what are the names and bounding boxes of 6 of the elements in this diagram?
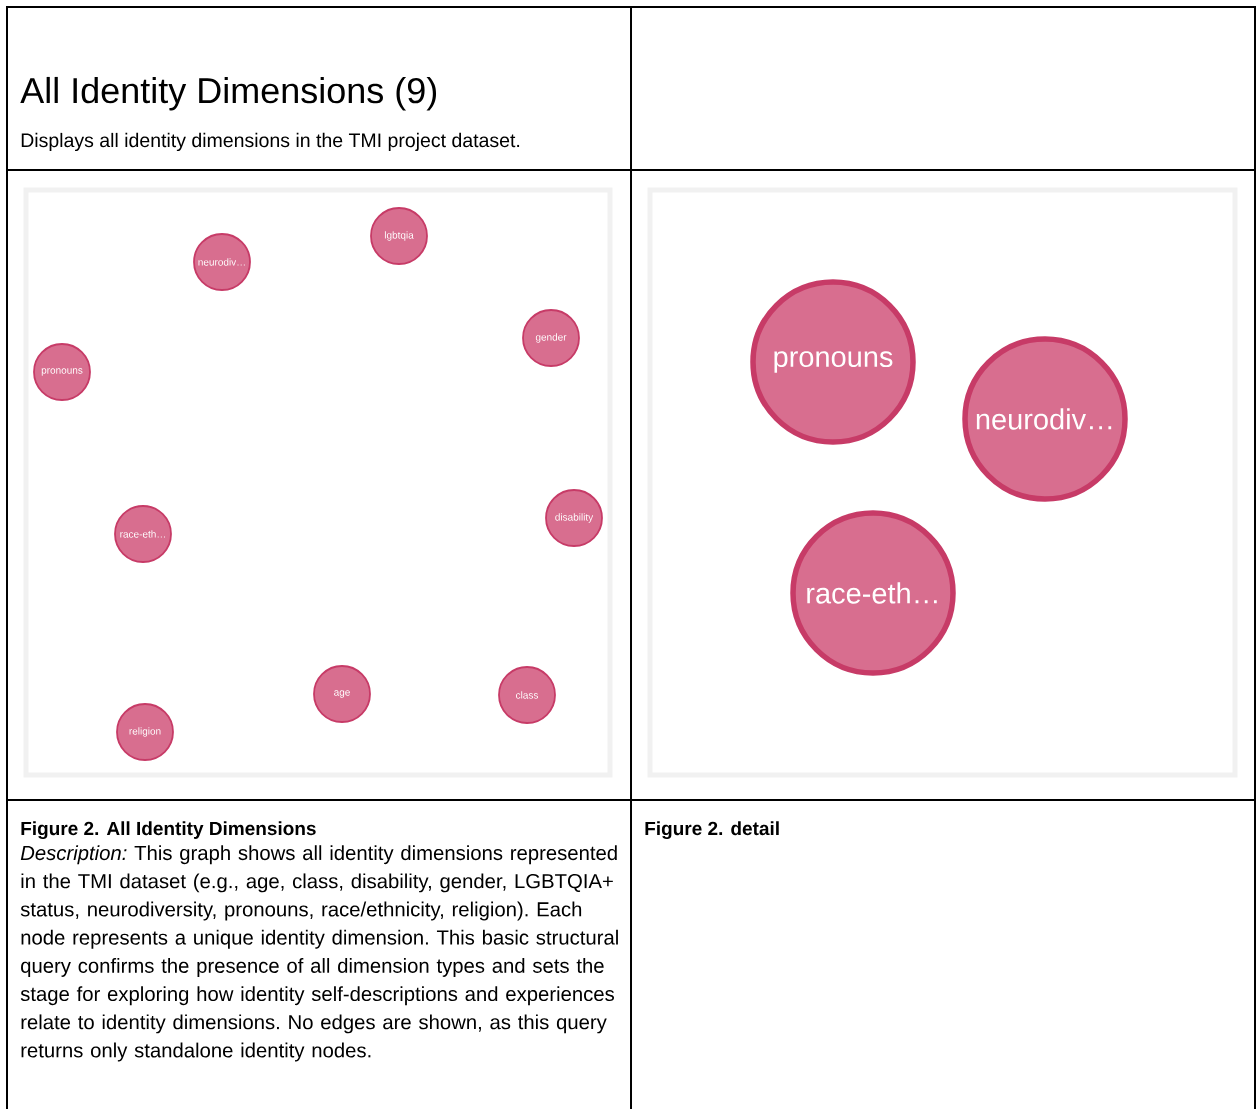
- figure-caption-title: Figure 2. All Identity Dimensions: [21, 821, 316, 840]
- graph-panel: [23, 187, 613, 778]
- figure-caption-title: Figure 2. detail: [645, 821, 779, 840]
- heading: All Identity Dimensions (9): [20, 76, 437, 111]
- figure-description: Description: This graph shows all identity dimensions represented in the TMI dataset (e.g., age, class, disability, gender, LGBTQIA+ status, neurodiversity, pronouns, race/ethnicity, religion). Each node represents a unique identity dimension. This basic structural query confirms the presence of all dimension types and sets the stage for exploring how identity self-descriptions and experiences relate to identity dimensions. No edges are shown, as this query returns only standalone identity nodes.: [20, 845, 618, 1062]
- subtitle: Displays all identity dimensions in the TMI project dataset.: [21, 132, 520, 152]
